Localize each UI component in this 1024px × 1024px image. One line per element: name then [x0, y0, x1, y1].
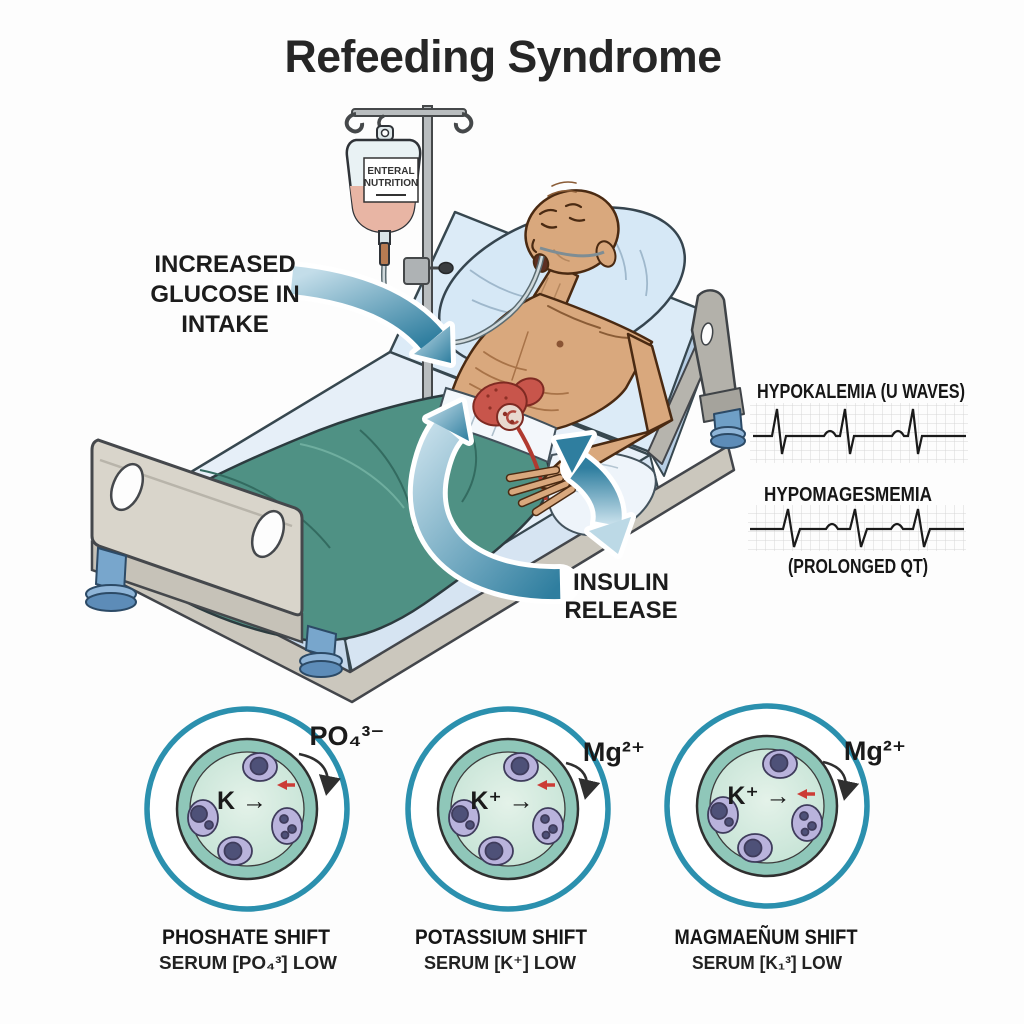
insulin-loop-arrow	[407, 397, 580, 605]
patient-head	[524, 181, 620, 275]
mid-caster	[299, 624, 343, 678]
bag-label-line2: NUTRITION	[364, 178, 418, 189]
cell1-organelles	[187, 752, 303, 866]
bed-head-frame	[690, 289, 746, 449]
iv-hook-right	[453, 112, 474, 134]
insulin-dual-arrow	[551, 430, 636, 559]
cell3-influx-arrow-icon	[822, 760, 860, 801]
cell1-k-label: K →	[217, 787, 267, 815]
glucose-arrow	[273, 261, 456, 368]
ecg-panel-hypomagnesemia: HYPOMAGESMEMIA (PROLONGED QT)	[748, 484, 966, 578]
cell1-ion-label: PO₄³⁻	[309, 721, 384, 751]
ecg1-title: HYPOKALEMIA (U WAVES)	[757, 381, 965, 403]
ecg2-subtitle: (PROLONGED QT)	[788, 556, 928, 578]
glucose-label-line3: INTAKE	[181, 311, 269, 338]
fingers	[507, 467, 575, 515]
cell2-ion-label: Mg²⁺	[583, 737, 645, 767]
pillow-creases	[469, 235, 649, 317]
head-caster-wheel	[710, 433, 746, 449]
iv-pole-clamp	[403, 257, 430, 285]
nose	[531, 238, 538, 254]
cell3-ion-label: Mg²⁺	[844, 736, 906, 766]
ecg2-title: HYPOMAGESMEMIA	[764, 484, 932, 506]
cell1-title: PHOSHATE SHIFT	[162, 926, 330, 949]
iv-stand	[344, 105, 474, 417]
red-arrow-icon	[797, 789, 815, 799]
iv-bag: ENTERAL NUTRITION	[345, 125, 422, 266]
cell3-title: MAGMAEÑUM SHIFT	[675, 926, 858, 949]
footboard	[85, 438, 343, 678]
ecg1-grid	[750, 403, 968, 463]
cell2-organelles	[448, 752, 564, 866]
cell-diagram-phosphate: K → PO₄³⁻	[144, 706, 385, 912]
gut-coil	[496, 403, 524, 431]
glucose-label-line1: INCREASED	[154, 251, 295, 278]
cell3-organelles	[707, 749, 823, 863]
closed-eyes	[540, 216, 586, 229]
iv-crossbar	[351, 108, 467, 117]
glucose-annotation: INCREASED GLUCOSE IN INTAKE	[150, 251, 299, 338]
cell1-subtitle: SERUM [PO₄³] LOW	[159, 953, 337, 973]
ecg2-trace	[750, 508, 964, 548]
footboard-hole-left	[109, 462, 145, 512]
cell2-influx-arrow-icon	[565, 761, 601, 800]
insulin-annotation: INSULIN RELEASE	[564, 569, 677, 624]
nasal-cannula	[539, 246, 605, 258]
drip-spike	[379, 242, 390, 266]
cell-diagram-potassium: K⁺ → Mg²⁺	[405, 706, 645, 912]
cell1-influx-arrow-icon	[298, 752, 341, 796]
ecg-panel-hypokalemia: HYPOKALEMIA (U WAVES)	[750, 381, 968, 463]
clamp-knob	[438, 261, 454, 275]
iv-hook-left	[344, 112, 365, 134]
ecg1-trace	[753, 408, 966, 455]
red-arrow-icon	[537, 780, 555, 790]
bag-label-line1: ENTERAL	[367, 166, 414, 177]
cell-diagram-magnesium: K⁺ → Mg²⁺	[664, 703, 906, 909]
cell2-k-label: K⁺ →	[470, 787, 533, 815]
forehead-wrinkles	[547, 181, 577, 197]
left-caster	[85, 546, 137, 612]
patient-ear	[595, 240, 617, 268]
patient-nipple	[556, 340, 564, 348]
cell3-k-label: K⁺ →	[727, 782, 790, 810]
insulin-label-line1: INSULIN	[573, 569, 669, 596]
glucose-label-line2: GLUCOSE IN	[150, 281, 299, 308]
cell2-title: POTASSIUM SHIFT	[415, 926, 587, 949]
eyebrows	[538, 203, 583, 216]
cell2-subtitle: SERUM [K⁺] LOW	[424, 953, 576, 973]
insulin-label-line2: RELEASE	[564, 597, 677, 624]
footboard-hole-right	[250, 509, 286, 559]
red-arrow-icon	[277, 780, 295, 790]
cell3-subtitle: SERUM [K₁³] LOW	[692, 953, 842, 973]
footboard-panel	[90, 438, 304, 617]
page-title: Refeeding Syndrome	[285, 31, 722, 82]
head-frame-slot	[700, 322, 714, 346]
stomach-organ	[472, 377, 548, 501]
